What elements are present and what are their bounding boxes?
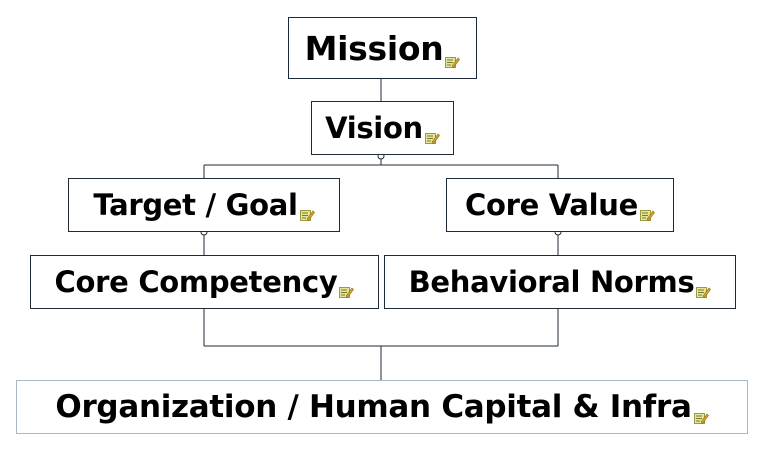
node-label: Core Value [465,188,638,222]
memo-note-icon[interactable] [693,397,709,424]
node-label: Organization / Human Capital & Infra [55,389,692,425]
node-target-goal[interactable]: Target / Goal [68,178,340,232]
memo-note-icon[interactable] [696,272,712,298]
memo-note-icon[interactable] [339,272,355,298]
node-label: Core Competency [54,265,338,299]
node-core-value[interactable]: Core Value [446,178,674,232]
memo-note-icon[interactable] [639,195,655,221]
node-organization[interactable]: Organization / Human Capital & Infra [16,380,748,434]
node-label: Behavioral Norms [408,265,695,299]
node-label: Target / Goal [93,188,298,222]
memo-note-icon[interactable] [424,118,440,144]
memo-note-icon[interactable] [299,195,315,221]
node-mission[interactable]: Mission [288,17,477,79]
node-behavioral-norms[interactable]: Behavioral Norms [384,255,736,309]
memo-note-icon[interactable] [445,38,461,68]
node-label: Mission [304,28,444,68]
node-vision[interactable]: Vision [311,101,454,155]
node-core-competency[interactable]: Core Competency [30,255,379,309]
node-label: Vision [325,111,423,145]
